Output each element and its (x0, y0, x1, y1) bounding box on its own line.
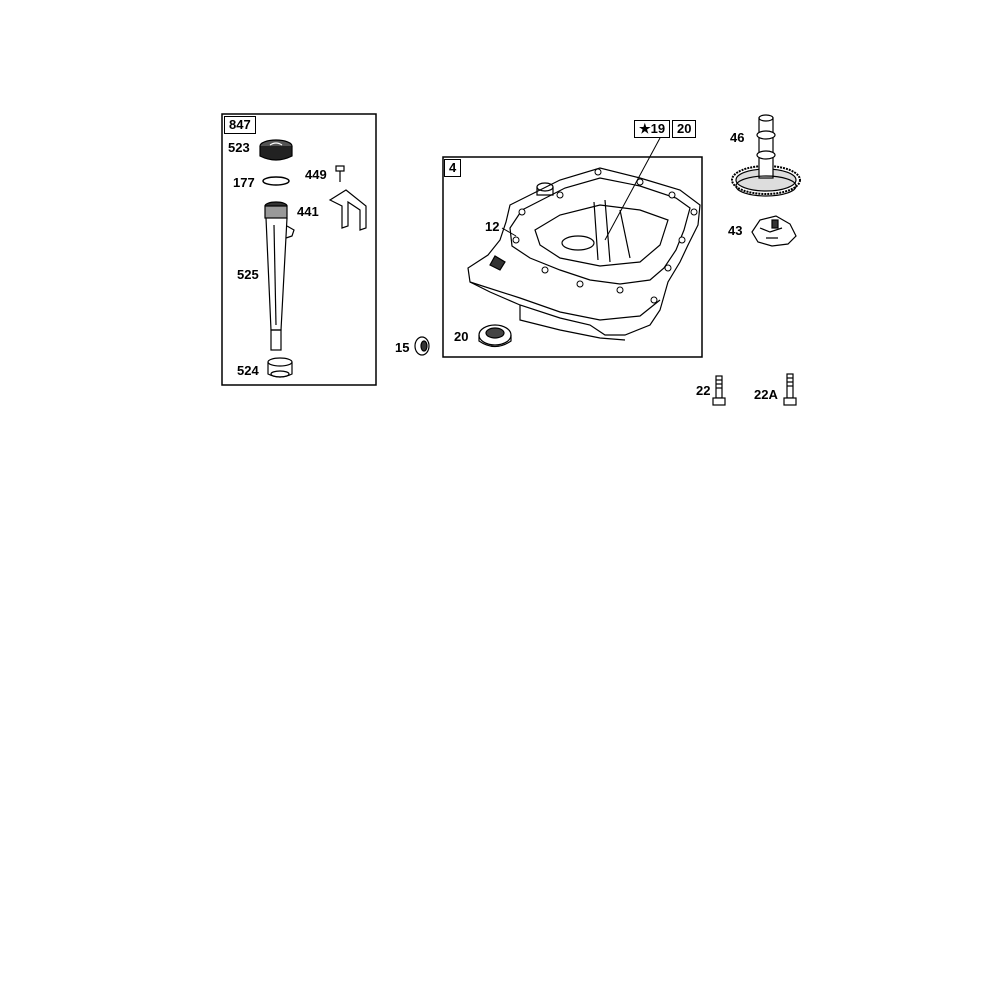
part-449-label[interactable]: 449 (305, 167, 327, 182)
part-46-label[interactable]: 46 (730, 130, 745, 145)
sump-bolt-holes (512, 168, 698, 304)
part-12-label[interactable]: 12 (485, 219, 500, 234)
seal-part-15 (414, 336, 430, 356)
part-441-label[interactable]: 441 (297, 204, 319, 219)
screw-part-449 (335, 165, 345, 182)
box-20-label[interactable]: 20 (672, 120, 697, 138)
gasket-leader-line (604, 137, 661, 241)
kit-4-label[interactable]: 4 (444, 159, 462, 177)
seal-part-20 (478, 324, 512, 348)
grommet-part-524 (267, 357, 293, 378)
part-15-label[interactable]: 15 (395, 340, 410, 355)
oil-cap-part-523 (259, 139, 293, 161)
o-ring-part-177 (262, 176, 290, 186)
part-525-label[interactable]: 525 (237, 267, 259, 282)
sump-housing-drawing (467, 167, 701, 341)
kit-847-label[interactable]: 847 (224, 116, 256, 134)
part-523-label[interactable]: 523 (228, 140, 250, 155)
kit-847-frame (221, 113, 377, 386)
governor-part-43 (751, 215, 797, 247)
part-20-label[interactable]: 20 (454, 329, 469, 344)
part-524-label[interactable]: 524 (237, 363, 259, 378)
camshaft-gear-part-46 (731, 114, 801, 197)
part-22-label[interactable]: 22 (696, 383, 711, 398)
part-43-label[interactable]: 43 (728, 223, 743, 238)
part-177-label[interactable]: 177 (233, 175, 255, 190)
kit-4-frame (442, 156, 703, 358)
box-19-label[interactable]: ★19 (634, 120, 671, 138)
bolt-part-22 (712, 375, 726, 406)
part-12-leader-line (501, 227, 517, 237)
bolt-part-22a (783, 373, 797, 406)
part-22a-label[interactable]: 22A (754, 387, 778, 402)
bracket-part-441 (328, 189, 367, 231)
dipstick-tube-part-525 (264, 201, 295, 351)
